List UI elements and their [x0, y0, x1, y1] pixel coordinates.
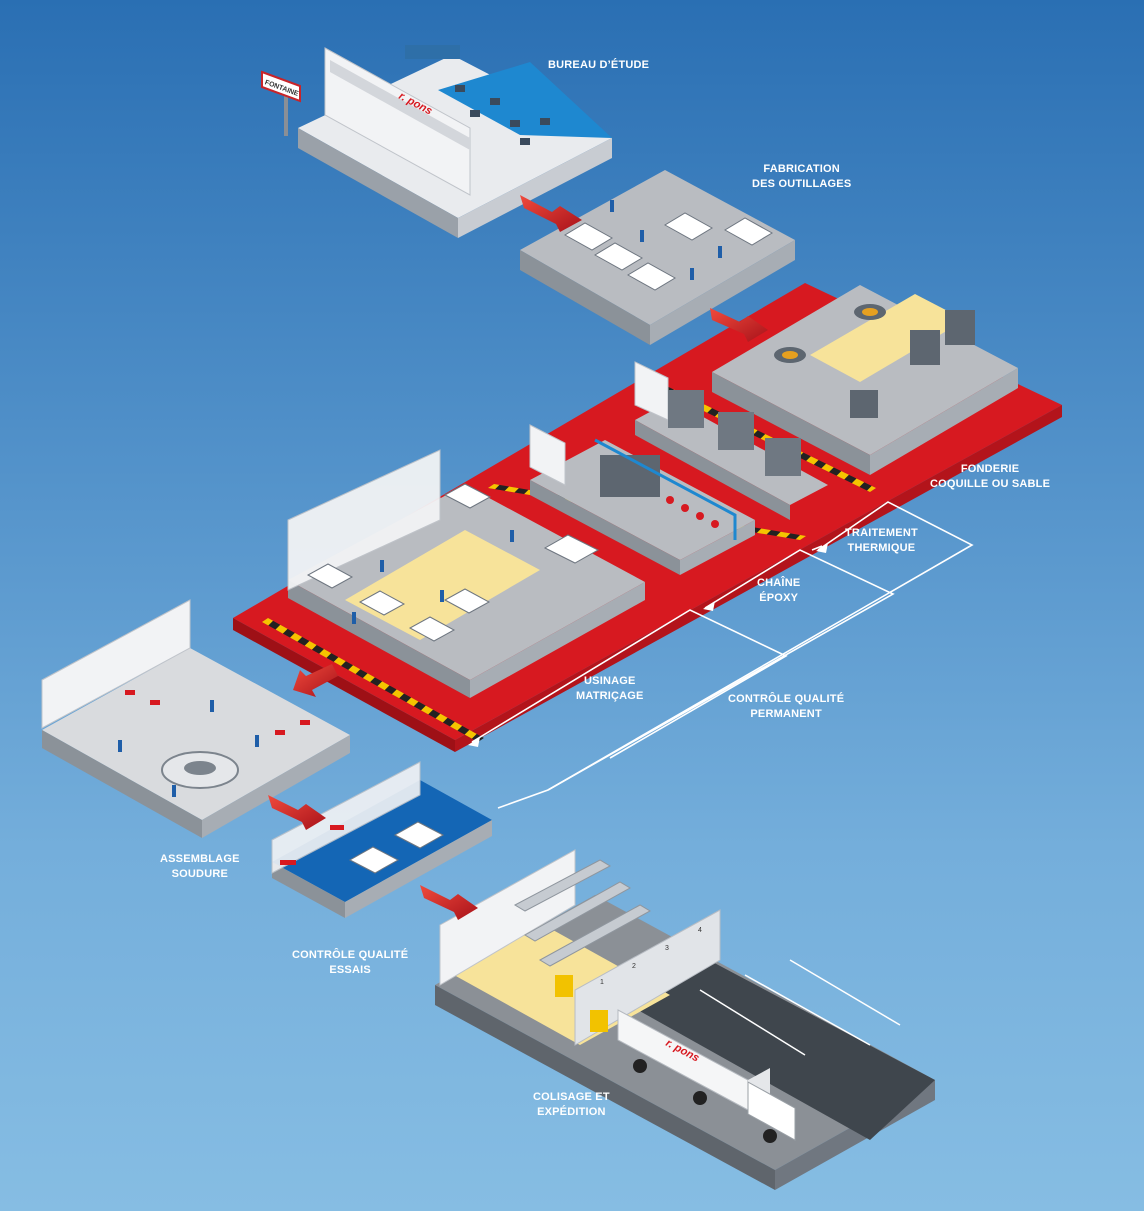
loading-bay-numbers: 1 2 3 4: [600, 927, 702, 986]
bay-number-2: 2: [632, 963, 636, 970]
label-controle-permanent: CONTRÔLE QUALITÉ PERMANENT: [728, 693, 845, 720]
label-fonderie: FONDERIE COQUILLE OU SABLE: [930, 463, 1051, 490]
pallet-racks: [513, 859, 652, 967]
label-colisage-expedition: COLISAGE ET EXPÉDITION: [533, 1091, 610, 1118]
forklift: [555, 975, 608, 1032]
quality-flow-lines: [471, 501, 974, 809]
process-arrows: [268, 195, 768, 920]
bay-number-3: 3: [665, 945, 669, 952]
label-usinage-matricage: USINAGE MATRIÇAGE: [576, 675, 644, 702]
station-fonderie: [712, 285, 1018, 475]
office-windows: [405, 45, 460, 59]
arrow-bureau-to-outillage: [520, 195, 582, 232]
arrow-usinage-to-assemblage: [293, 664, 338, 697]
label-traitement-thermique: TRAITEMENT THERMIQUE: [845, 527, 918, 554]
workers: [610, 200, 722, 280]
epoxy-hooks: [666, 496, 719, 528]
label-controle-essais: CONTRÔLE QUALITÉ ESSAIS: [292, 949, 409, 976]
station-colisage-expedition: [435, 849, 935, 1190]
workers: [352, 530, 514, 624]
station-bureau-etude: [261, 45, 612, 238]
station-chaine-epoxy: [529, 424, 755, 575]
arrow-outillage-to-fonderie: [710, 308, 768, 342]
station-controle-essais: [271, 761, 492, 918]
label-assemblage-soudure: ASSEMBLAGE SOUDURE: [160, 853, 240, 880]
furnaces: [774, 304, 975, 418]
street-sign: [261, 70, 301, 136]
arrow-assemblage-to-controle: [268, 795, 326, 830]
station-fabrication-outillages: [520, 170, 795, 345]
delivery-truck: [617, 1009, 796, 1143]
workers: [118, 700, 259, 797]
test-benches: [348, 821, 445, 874]
machining-centers: [306, 483, 600, 642]
arrow-controle-to-colisage: [420, 885, 478, 920]
station-assemblage-soudure: [41, 599, 350, 838]
office-desks: [455, 85, 550, 145]
label-bureau-etude: BUREAU D’ÉTUDE: [548, 59, 650, 71]
ovens: [668, 390, 801, 476]
flow-arrowheads: [468, 543, 828, 747]
station-usinage-matricage: [287, 449, 645, 698]
cnc-machines: [564, 212, 773, 291]
workstations: [125, 690, 310, 735]
station-traitement-thermique: [634, 361, 828, 520]
bay-number-4: 4: [698, 927, 702, 934]
label-chaine-epoxy: CHAÎNE ÉPOXY: [757, 577, 801, 604]
label-fabrication-outillages: FABRICATION DES OUTILLAGES: [752, 163, 852, 190]
bay-number-1: 1: [600, 979, 604, 986]
